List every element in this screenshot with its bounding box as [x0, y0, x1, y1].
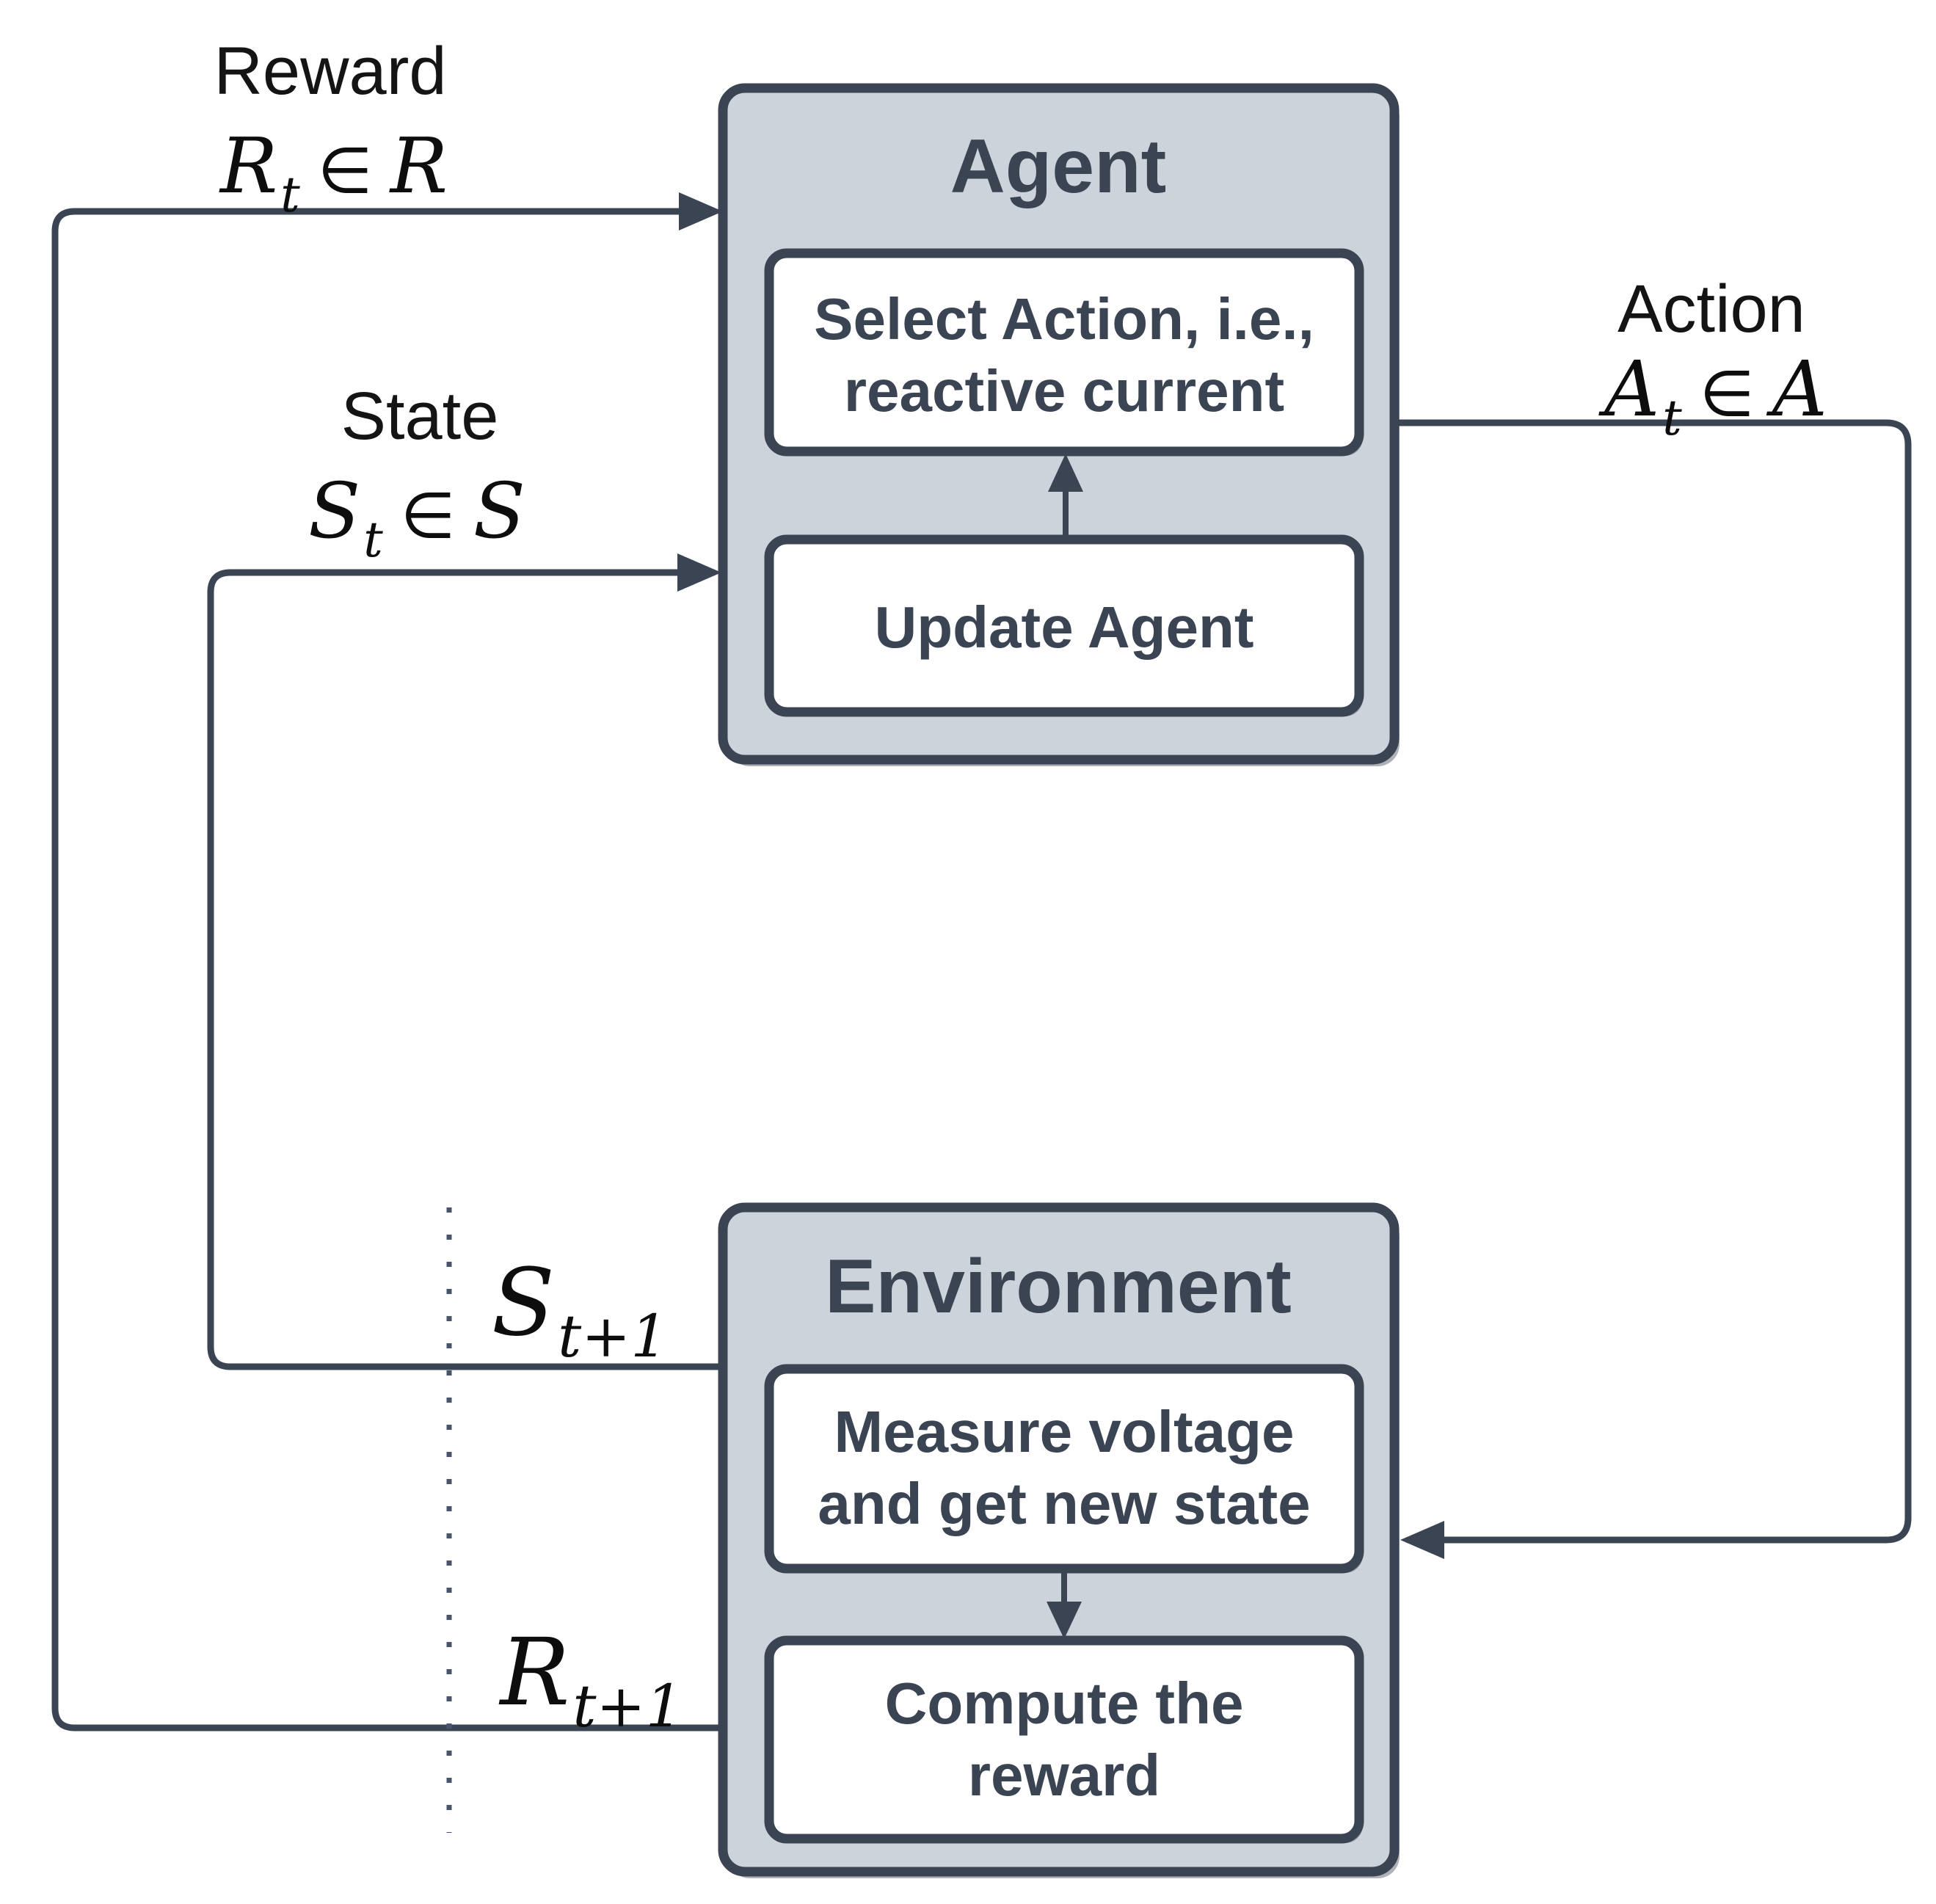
select-action-label-line1: Select Action, i.e.,: [814, 286, 1314, 352]
state-var: S: [308, 466, 360, 556]
select-action-label-line2: reactive current: [844, 358, 1284, 424]
compute-label-line1: Compute the: [885, 1671, 1244, 1736]
compute-label-line2: reward: [968, 1743, 1160, 1808]
element-of-symbol: ∈: [1700, 357, 1755, 431]
next-reward-label: Rt+1: [499, 1618, 683, 1740]
compute-box: [764, 1635, 1364, 1844]
reward-arrowhead-icon: [679, 192, 723, 230]
action-arrowhead-icon: [1400, 1521, 1444, 1559]
reward-connector: [51, 208, 723, 1732]
action-connector: [1399, 419, 1912, 1544]
next-state-subscript: t+1: [558, 1302, 668, 1370]
action-var: A: [1598, 344, 1659, 434]
select-action-box: [764, 248, 1364, 457]
element-of-symbol: ∈: [401, 479, 456, 553]
next-reward-var: R: [499, 1618, 570, 1726]
next-state-var: S: [492, 1249, 555, 1356]
state-arrowhead-icon: [677, 553, 721, 592]
action-label: Action: [1617, 272, 1805, 346]
reward-math-label: Rt∈R: [219, 121, 448, 223]
reward-label: Reward: [214, 34, 446, 109]
update-to-select-arrowhead-icon: [1048, 454, 1083, 492]
state-set-symbol: S: [473, 466, 525, 556]
reward-subscript: t: [280, 167, 300, 223]
update-agent-label: Update Agent: [874, 595, 1253, 660]
environment-title: Environment: [825, 1244, 1292, 1329]
element-of-symbol: ∈: [318, 134, 373, 208]
action-subscript: t: [1662, 390, 1682, 446]
state-math-label: St∈S: [308, 466, 525, 568]
state-subscript: t: [363, 512, 383, 568]
reward-set-symbol: R: [389, 121, 448, 211]
action-set-symbol: A: [1766, 344, 1827, 434]
next-reward-subscript: t+1: [572, 1672, 683, 1740]
measure-label-line1: Measure voltage: [834, 1399, 1295, 1464]
reward-var: R: [219, 121, 277, 211]
measure-label-line2: and get new state: [818, 1471, 1310, 1536]
measure-to-compute-arrowhead-icon: [1047, 1602, 1082, 1639]
state-label: State: [341, 379, 499, 454]
action-math-label: At∈A: [1598, 344, 1827, 446]
state-connector: [207, 569, 723, 1370]
next-state-label: St+1: [492, 1249, 668, 1370]
agent-title: Agent: [950, 124, 1167, 209]
